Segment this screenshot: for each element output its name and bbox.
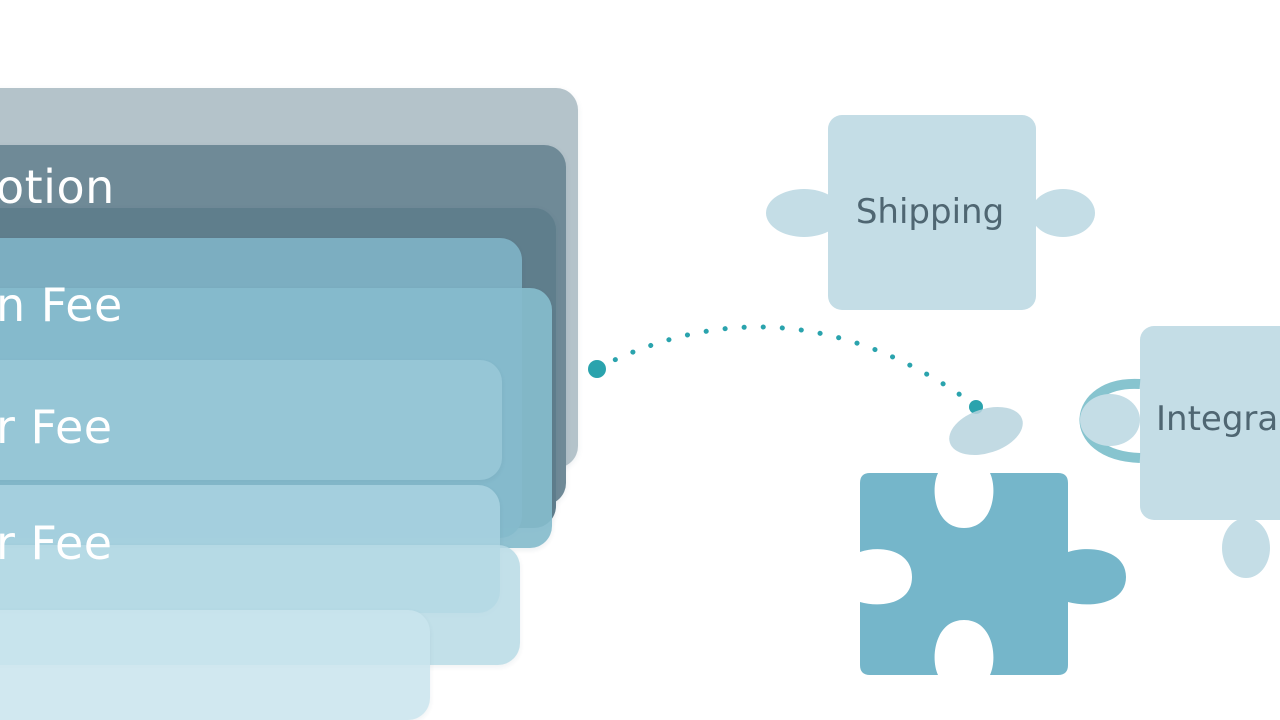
card-bottom-2	[0, 610, 430, 720]
integration-label: Integra	[1156, 399, 1278, 439]
blank-puzzle-piece	[860, 473, 1126, 675]
card-option-label: otion	[0, 160, 115, 214]
card-fee-2	[0, 360, 502, 480]
pricing-card-stack: otion n Fee r Fee r Fee	[0, 0, 620, 720]
integration-puzzle-piece: Integra	[1079, 326, 1280, 578]
card-fee-1-label: n Fee	[0, 278, 123, 332]
shipping-label: Shipping	[856, 192, 1004, 232]
card-fee-2-label: r Fee	[0, 400, 113, 454]
card-fee-3-label: r Fee	[0, 516, 113, 570]
shipping-puzzle-piece: Shipping	[766, 115, 1095, 310]
